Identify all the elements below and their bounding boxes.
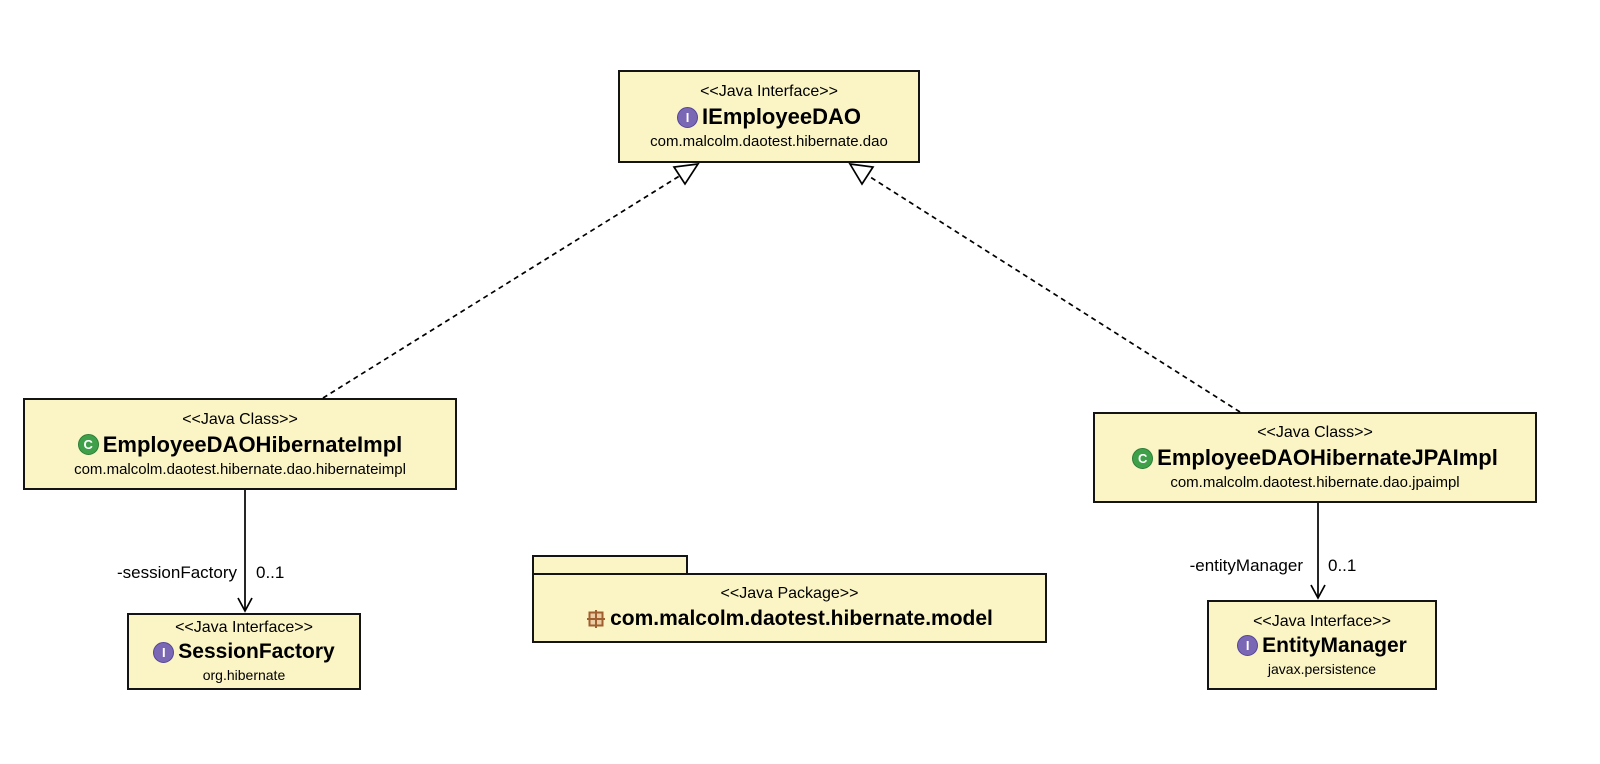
uml-node-entitymanager[interactable]: <<Java Interface>> I EntityManager javax… — [1207, 600, 1437, 690]
class-icon: C — [77, 434, 99, 455]
package-icon — [587, 609, 606, 628]
node-name: EmployeeDAOHibernateImpl — [102, 431, 403, 457]
node-name-row: I SessionFactory — [153, 639, 335, 665]
open-arrowhead — [1310, 584, 1326, 600]
association-role-label: -entityManager — [1189, 556, 1303, 575]
node-name: com.malcolm.daotest.hibernate.model — [610, 606, 993, 630]
node-name-row: C EmployeeDAOHibernateJPAImpl — [1132, 444, 1498, 472]
association-role-label: -sessionFactory — [117, 563, 237, 582]
uml-node-iemployeedao[interactable]: <<Java Interface>> I IEmployeeDAO com.ma… — [618, 70, 920, 163]
association-edge-entitymanager[interactable] — [1310, 503, 1326, 600]
node-stereotype: <<Java Class>> — [182, 410, 298, 428]
uml-node-employeedaohibernatejpaimpl[interactable]: <<Java Class>> C EmployeeDAOHibernateJPA… — [1093, 412, 1537, 503]
class-icon: C — [1132, 447, 1154, 469]
interface-icon: I — [1237, 635, 1259, 656]
association-edge-sessionfactory[interactable] — [237, 490, 253, 613]
realization-edge-jpaimpl[interactable] — [848, 162, 1241, 413]
node-name-row: I EntityManager — [1237, 633, 1407, 659]
node-package: com.malcolm.daotest.hibernate.dao.hibern… — [74, 460, 406, 478]
node-name: IEmployeeDAO — [702, 104, 861, 129]
interface-icon: I — [677, 106, 699, 128]
uml-node-model-package[interactable]: <<Java Package>> com.malcolm.daotest.hib… — [532, 573, 1047, 643]
uml-node-employeedaohibernateimpl[interactable]: <<Java Class>> C EmployeeDAOHibernateImp… — [23, 398, 457, 490]
node-stereotype: <<Java Interface>> — [175, 619, 313, 636]
node-name: EmployeeDAOHibernateJPAImpl — [1157, 445, 1498, 470]
hollow-triangle-arrowhead — [672, 162, 700, 186]
uml-node-sessionfactory[interactable]: <<Java Interface>> I SessionFactory org.… — [127, 613, 361, 690]
node-package: com.malcolm.daotest.hibernate.dao — [650, 133, 888, 150]
node-name: SessionFactory — [178, 640, 335, 663]
realization-edge-hibernateimpl[interactable] — [322, 162, 700, 399]
realization-dashed-line[interactable] — [866, 174, 1241, 413]
package-tab[interactable] — [532, 555, 688, 575]
node-name-row: I IEmployeeDAO — [677, 103, 861, 131]
node-stereotype: <<Java Interface>> — [1253, 612, 1391, 630]
interface-icon: I — [153, 641, 175, 663]
node-stereotype: <<Java Package>> — [720, 584, 859, 602]
node-package: org.hibernate — [202, 667, 286, 683]
node-stereotype: <<Java Class>> — [1257, 424, 1373, 441]
realization-dashed-line[interactable] — [322, 174, 682, 399]
association-multiplicity-label: 0..1 — [1328, 556, 1357, 575]
open-arrowhead — [237, 597, 253, 613]
node-name-row: C EmployeeDAOHibernateImpl — [77, 431, 403, 459]
node-stereotype: <<Java Interface>> — [700, 83, 838, 100]
hollow-triangle-arrowhead — [848, 162, 875, 186]
association-multiplicity-label: 0..1 — [256, 563, 285, 582]
node-name: EntityManager — [1262, 633, 1407, 657]
node-package: javax.persistence — [1267, 660, 1377, 677]
node-name-row: com.malcolm.daotest.hibernate.model — [586, 605, 993, 633]
node-package: com.malcolm.daotest.hibernate.dao.jpaimp… — [1170, 474, 1460, 491]
